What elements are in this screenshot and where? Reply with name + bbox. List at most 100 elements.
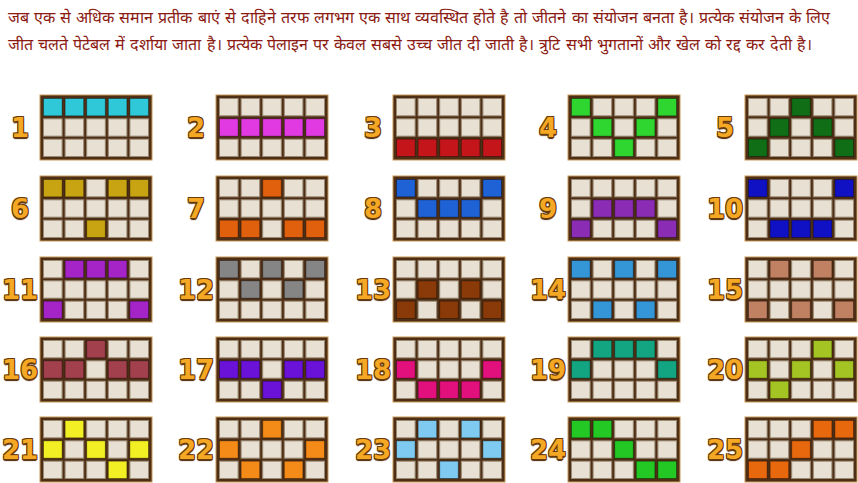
- callout-number: 13: [353, 275, 393, 305]
- grid-cell: [770, 361, 789, 378]
- callout-number: 22: [176, 435, 216, 465]
- callout-number: 25: [705, 435, 745, 465]
- payline-cell: [461, 281, 480, 298]
- grid-cell: [483, 261, 502, 278]
- payline-cell: [835, 139, 854, 156]
- grid-cell: [770, 441, 789, 458]
- grid-frame: [745, 176, 857, 241]
- grid-cell: [792, 341, 811, 358]
- payline-cell: [792, 301, 811, 318]
- grid-cell: [483, 341, 502, 358]
- callout-number: 3: [353, 113, 393, 143]
- grid-cell: [835, 99, 854, 116]
- payline-cell: [461, 200, 480, 217]
- grid-cell: [593, 220, 612, 237]
- grid-cell: [749, 341, 768, 358]
- payline-cell: [749, 301, 768, 318]
- grid-cell: [418, 119, 437, 136]
- callout-number: 18: [353, 355, 393, 385]
- grid-cell: [593, 99, 612, 116]
- payline-cell: [461, 421, 480, 438]
- grid-cell: [108, 220, 127, 237]
- grid-frame: [745, 257, 857, 322]
- grid-frame: [393, 176, 505, 241]
- grid-cell: [572, 461, 591, 478]
- grid-cell: [130, 119, 149, 136]
- grid-cell: [572, 119, 591, 136]
- grid-frame: [40, 176, 152, 241]
- grid-cell: [440, 180, 459, 197]
- grid-cell: [284, 180, 303, 197]
- payline-cell: [483, 441, 502, 458]
- payline-cell: [749, 180, 768, 197]
- grid-cell: [636, 220, 655, 237]
- payline-cell: [130, 361, 149, 378]
- payline-cell: [220, 261, 239, 278]
- grid-cell: [65, 281, 84, 298]
- payline-cell: [108, 99, 127, 116]
- grid-cell: [397, 421, 416, 438]
- callout-number: 23: [353, 435, 393, 465]
- payline-cell: [263, 261, 282, 278]
- grid-cell: [418, 341, 437, 358]
- grid-cell: [572, 180, 591, 197]
- grid-frame: [568, 176, 680, 241]
- payline-cell: [835, 421, 854, 438]
- grid-cell: [835, 200, 854, 217]
- grid-cell: [397, 200, 416, 217]
- payline-cell: [440, 200, 459, 217]
- payline-cell: [87, 220, 106, 237]
- grid-cell: [461, 361, 480, 378]
- grid-cell: [241, 180, 260, 197]
- payline-cell: [87, 341, 106, 358]
- grid-cell: [306, 180, 325, 197]
- grid-cell: [440, 441, 459, 458]
- payline-cell: [241, 119, 260, 136]
- grid-frame: [393, 257, 505, 322]
- grid-cell: [65, 461, 84, 478]
- payline-cell: [461, 139, 480, 156]
- grid-cell: [658, 341, 677, 358]
- grid-cell: [263, 461, 282, 478]
- grid-cell: [792, 421, 811, 438]
- grid-cell: [108, 119, 127, 136]
- grid-cell: [483, 119, 502, 136]
- payline-cell: [440, 381, 459, 398]
- grid-cell: [241, 99, 260, 116]
- callout-number: 17: [176, 355, 216, 385]
- payline-cell: [770, 119, 789, 136]
- callout-number: 6: [0, 194, 40, 224]
- grid-cell: [658, 119, 677, 136]
- grid-cell: [615, 119, 634, 136]
- payline-cell: [130, 441, 149, 458]
- grid-cell: [440, 99, 459, 116]
- grid-cell: [593, 281, 612, 298]
- grid-cell: [241, 381, 260, 398]
- callout-number: 5: [705, 113, 745, 143]
- grid-cell: [835, 220, 854, 237]
- grid-cell: [658, 441, 677, 458]
- payline-cell: [593, 119, 612, 136]
- grid-cell: [87, 139, 106, 156]
- grid-cell: [593, 139, 612, 156]
- grid-cell: [770, 281, 789, 298]
- payline-cell: [658, 461, 677, 478]
- grid-cell: [44, 421, 63, 438]
- grid-cell: [615, 461, 634, 478]
- grid-cell: [220, 421, 239, 438]
- grid-frame: [745, 417, 857, 482]
- payline-cell: [130, 99, 149, 116]
- grid-cell: [130, 220, 149, 237]
- grid-cell: [636, 381, 655, 398]
- grid-frame: [216, 337, 328, 402]
- grid-cell: [65, 341, 84, 358]
- grid-cell: [87, 200, 106, 217]
- grid-cell: [241, 301, 260, 318]
- grid-cell: [130, 200, 149, 217]
- grid-cell: [263, 301, 282, 318]
- grid-cell: [461, 461, 480, 478]
- payline-cell: [792, 220, 811, 237]
- grid-cell: [813, 200, 832, 217]
- grid-cell: [615, 220, 634, 237]
- payline-cell: [749, 461, 768, 478]
